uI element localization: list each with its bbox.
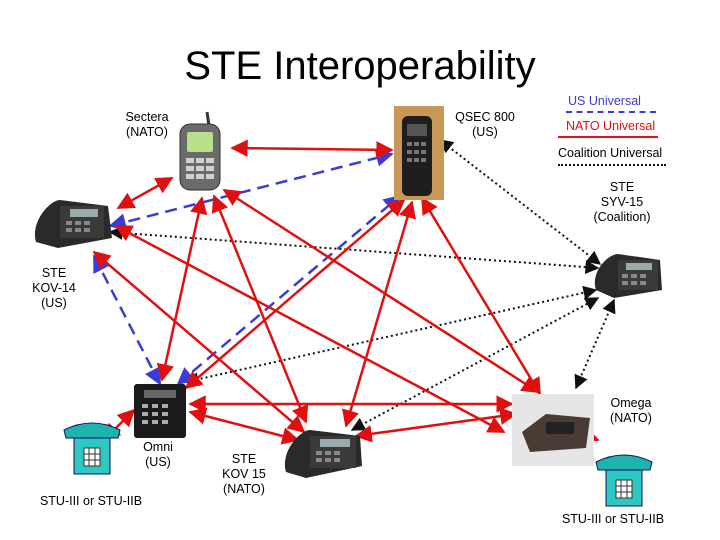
link-nato [156,196,208,382]
link-nato [354,407,518,443]
link-nato [420,196,542,396]
link-nato [116,176,174,210]
stu-left-phone-icon [63,422,121,475]
link-nato [342,200,416,428]
link-us [92,254,162,386]
link-coalition [438,139,602,265]
sectera-phone-icon [179,111,221,191]
ste-kov15-label: STE KOV 15 (NATO) [222,452,266,496]
legend-coalition-line [558,164,666,166]
stu-right-phone-icon [595,454,653,507]
omni-label: Omni (US) [143,440,173,469]
legend-us-line [566,111,656,113]
ste-kov14-phone-icon [34,200,112,248]
omega-label: Omega (NATO) [610,396,652,425]
ste-syv15-phone-icon [594,254,662,298]
qsec-phone-icon [394,106,444,200]
page-title: STE Interoperability [184,44,536,88]
link-nato [211,194,309,424]
stu-left-label: STU-III or STU-IIB [39,494,143,508]
omega-device-icon [512,394,594,466]
link-nato [188,407,300,445]
sectera-label: Sectera (NATO) [125,110,169,139]
legend-us-label: US Universal [568,94,641,108]
legend-nato-label: NATO Universal [566,119,656,133]
ste-kov15-phone-icon [284,430,362,478]
stu-right-label: STU-III or STU-IIB [561,512,665,526]
legend-nato-line [558,136,658,138]
ste-kov14-label: STE KOV-14 (US) [32,266,76,310]
qsec-label: QSEC 800 (US) [455,110,515,139]
omni-device-icon [134,384,186,438]
ste-syv15-label: STE SYV-15 (Coalition) [593,180,651,224]
link-nato [230,139,394,159]
link-coalition [574,298,616,390]
